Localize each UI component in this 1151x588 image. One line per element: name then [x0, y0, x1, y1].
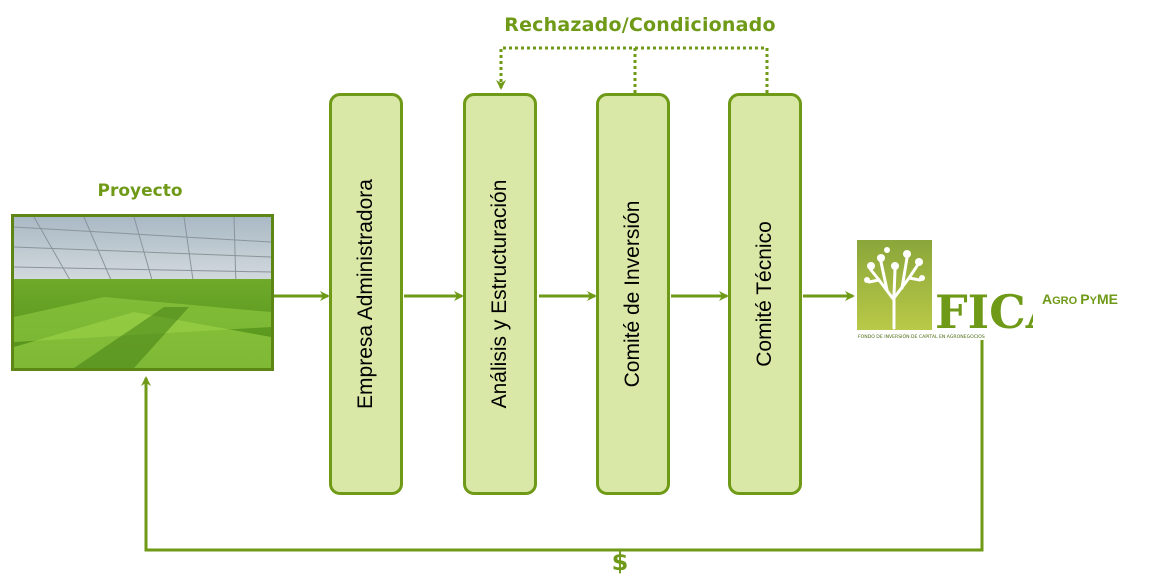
stage-comite-inversion: Comité de Inversión — [596, 93, 670, 495]
pyme-middle: Y — [1089, 295, 1097, 307]
agro-initial: A — [1042, 291, 1053, 307]
feedback-dotted-path — [496, 46, 769, 93]
greenhouse-photo — [11, 214, 274, 371]
stage-label: Empresa Administradora — [354, 179, 377, 409]
stage-label: Análisis y Estructuración — [488, 179, 511, 409]
stage-label: Comité Técnico — [753, 221, 776, 367]
project-label: Proyecto — [97, 181, 183, 201]
stage-label: Comité de Inversión — [621, 200, 644, 388]
fica-subtitle: FONDO DE INVERSIÓN DE CAPITAL EN AGRONEG… — [858, 333, 985, 340]
stage-analisis-estructuracion: Análisis y Estructuración — [463, 93, 537, 495]
tree-icon — [867, 256, 922, 330]
return-money-path — [141, 340, 984, 552]
pyme-last: ME — [1096, 291, 1118, 307]
fica-logo: FICA FONDO DE INVERSIÓN DE CAPITAL EN AG… — [857, 240, 1063, 340]
return-money-label: $ — [611, 548, 629, 576]
pyme-initial: P — [1080, 291, 1090, 307]
stage-empresa-administradora: Empresa Administradora — [329, 93, 403, 495]
agro-rest: GRO — [1052, 295, 1081, 307]
fica-wordmark: FICA — [935, 285, 1033, 339]
feedback-label: Rechazado/Condicionado — [504, 14, 776, 36]
stage-comite-tecnico: Comité Técnico — [728, 93, 802, 495]
agro-pyme-label: AGRO PYME — [1042, 291, 1118, 307]
